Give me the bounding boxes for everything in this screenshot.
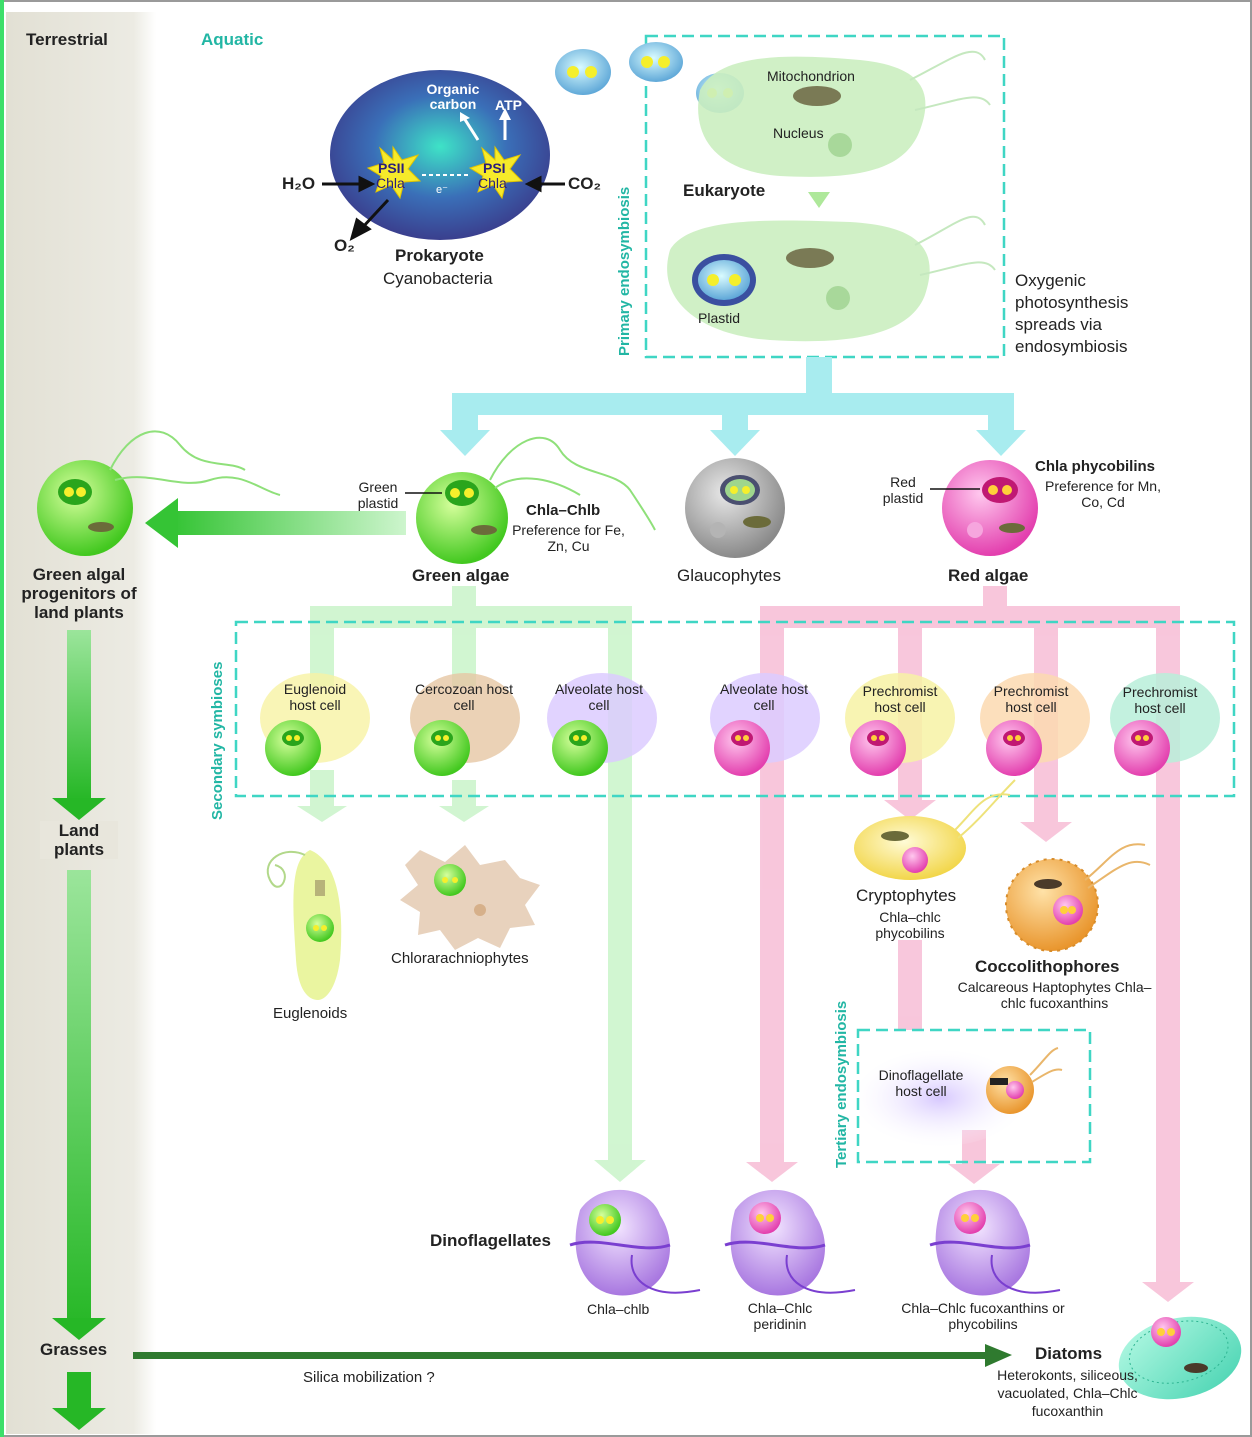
grasses-label: Grasses: [40, 1340, 108, 1359]
silica-mobilization-arrow: [133, 1344, 1012, 1367]
plastid-label: Plastid: [698, 310, 741, 326]
glaucophyte-cell: [685, 458, 785, 558]
organic-carbon-label: Organic carbon: [426, 81, 480, 112]
tertiary-haptophyte-cell: [986, 1047, 1063, 1114]
land-plants-arrow: [52, 630, 106, 1430]
secondary-symbioses-box: [234, 620, 1236, 798]
green-algae-title: Green algae: [412, 566, 510, 585]
host-cell-prechromist-3: Prechromist host cell: [1122, 684, 1198, 716]
left-edge-stripe: [0, 0, 4, 1437]
red-plastid-label: Red plastid: [882, 474, 924, 506]
primary-endosymbiosis-label: Primary endosymbiosis: [616, 186, 633, 356]
green-to-progenitor-arrow: [145, 498, 406, 548]
green-preference-label: Preference for Fe, Zn, Cu: [512, 522, 625, 554]
green-plastid-label: Green plastid: [357, 479, 399, 511]
glaucophytes-title: Glaucophytes: [677, 566, 781, 585]
host-cell-prechromist-2: Prechromist host cell: [993, 683, 1069, 715]
coccolithophore-cell: [1005, 843, 1151, 952]
nucleus-label: Nucleus: [773, 125, 824, 141]
dinoflagellate-host-cloud: [855, 1050, 1025, 1146]
co2-label: CO₂: [568, 174, 602, 193]
diatoms-description: Heterokonts, siliceous, vacuolated, Chla…: [997, 1367, 1138, 1419]
green-secondary-arrows: [297, 586, 646, 1182]
host-cell-alveolate-green: Alveolate host cell: [555, 681, 643, 713]
host-cell-cercozoan: Cercozoan host cell: [414, 681, 514, 713]
red-preference-label: Preference for Mn, Co, Cd: [1045, 478, 1161, 510]
eukaryote-title: Eukaryote: [683, 181, 766, 200]
green-algae-cell: [405, 436, 656, 564]
host-cell-euglenoid: Euglenoid host cell: [283, 681, 347, 713]
silica-mobilization-label: Silica mobilization ?: [303, 1369, 435, 1386]
psi-chla-label: Chla: [478, 175, 507, 191]
dinoflagellate-cells: [569, 1189, 1061, 1296]
h2o-label: H₂O: [282, 174, 316, 193]
electron-label: e⁻: [436, 184, 448, 196]
psii-chla-label: Chla: [376, 175, 405, 191]
mitochondrion-label: Mitochondrion: [767, 68, 855, 84]
tertiary-endosymbiosis-box: [856, 1028, 1092, 1164]
red-algae-cell: [930, 460, 1038, 556]
cryptophytes-pigments: Chla–chlc phycobilins: [875, 909, 945, 941]
red-algae-title: Red algae: [948, 566, 1029, 585]
terrestrial-header: Terrestrial: [26, 30, 108, 49]
prokaryote-flux-arrows: [322, 175, 565, 241]
o2-label: O₂: [334, 236, 355, 255]
green-pigments-label: Chla–Chlb: [526, 502, 601, 519]
cryptophyte-cell: [854, 779, 1016, 880]
diatom-cell: [1118, 1316, 1242, 1400]
green-algal-progenitor-cell: [37, 430, 281, 556]
host-cell-prechromist-1: Prechromist host cell: [862, 683, 938, 715]
euglenoid-cell: [266, 850, 342, 1000]
cyanobacteria-label: Cyanobacteria: [383, 269, 493, 288]
aquatic-header: Aquatic: [201, 30, 264, 49]
atp-label: ATP: [495, 97, 522, 113]
dinoflagellate-b-pigments: Chla–Chlc peridinin: [747, 1300, 813, 1332]
euglenoids-title: Euglenoids: [273, 1005, 348, 1022]
dinoflagellates-title: Dinoflagellates: [430, 1231, 551, 1250]
host-cell-alveolate-red: Alveolate host cell: [720, 681, 808, 713]
coccolithophores-title: Coccolithophores: [975, 957, 1120, 976]
land-plants-label: Land plants: [40, 821, 118, 859]
oxygenic-note: Oxygenic photosynthesis spreads via endo…: [1015, 271, 1129, 356]
dinoflagellate-host-label: Dinoflagellate host cell: [878, 1067, 964, 1099]
eukaryote-cell: [698, 50, 991, 208]
prokaryote-cell: [330, 70, 550, 240]
primary-distribution-arrows: [440, 357, 1026, 456]
plastid-eukaryote-cell: [667, 215, 996, 342]
psii-label: PSII: [378, 160, 405, 176]
coccolithophores-description: Calcareous Haptophytes Chla–chlc fucoxan…: [957, 979, 1152, 1011]
psi-label: PSI: [483, 160, 506, 176]
secondary-host-cells: [260, 673, 1220, 776]
dinoflagellate-c-pigments: Chla–Chlc fucoxanthins or phycobilins: [901, 1300, 1065, 1332]
cryptophytes-title: Cryptophytes: [856, 886, 957, 905]
green-progenitors-label: Green algal progenitors of land plants: [21, 565, 137, 622]
red-pigments-label: Chla phycobilins: [1035, 458, 1156, 475]
secondary-symbioses-label: Secondary symbioses: [209, 661, 226, 820]
chlorarachniophytes-title: Chlorarachniophytes: [391, 950, 529, 967]
tertiary-endosymbiosis-label: Tertiary endosymbiosis: [833, 1000, 850, 1168]
chlorarachniophyte-cell: [400, 845, 540, 950]
prokaryote-title: Prokaryote: [395, 246, 484, 265]
dinoflagellate-a-pigments: Chla–chlb: [587, 1301, 650, 1317]
diatoms-title: Diatoms: [1035, 1344, 1103, 1363]
